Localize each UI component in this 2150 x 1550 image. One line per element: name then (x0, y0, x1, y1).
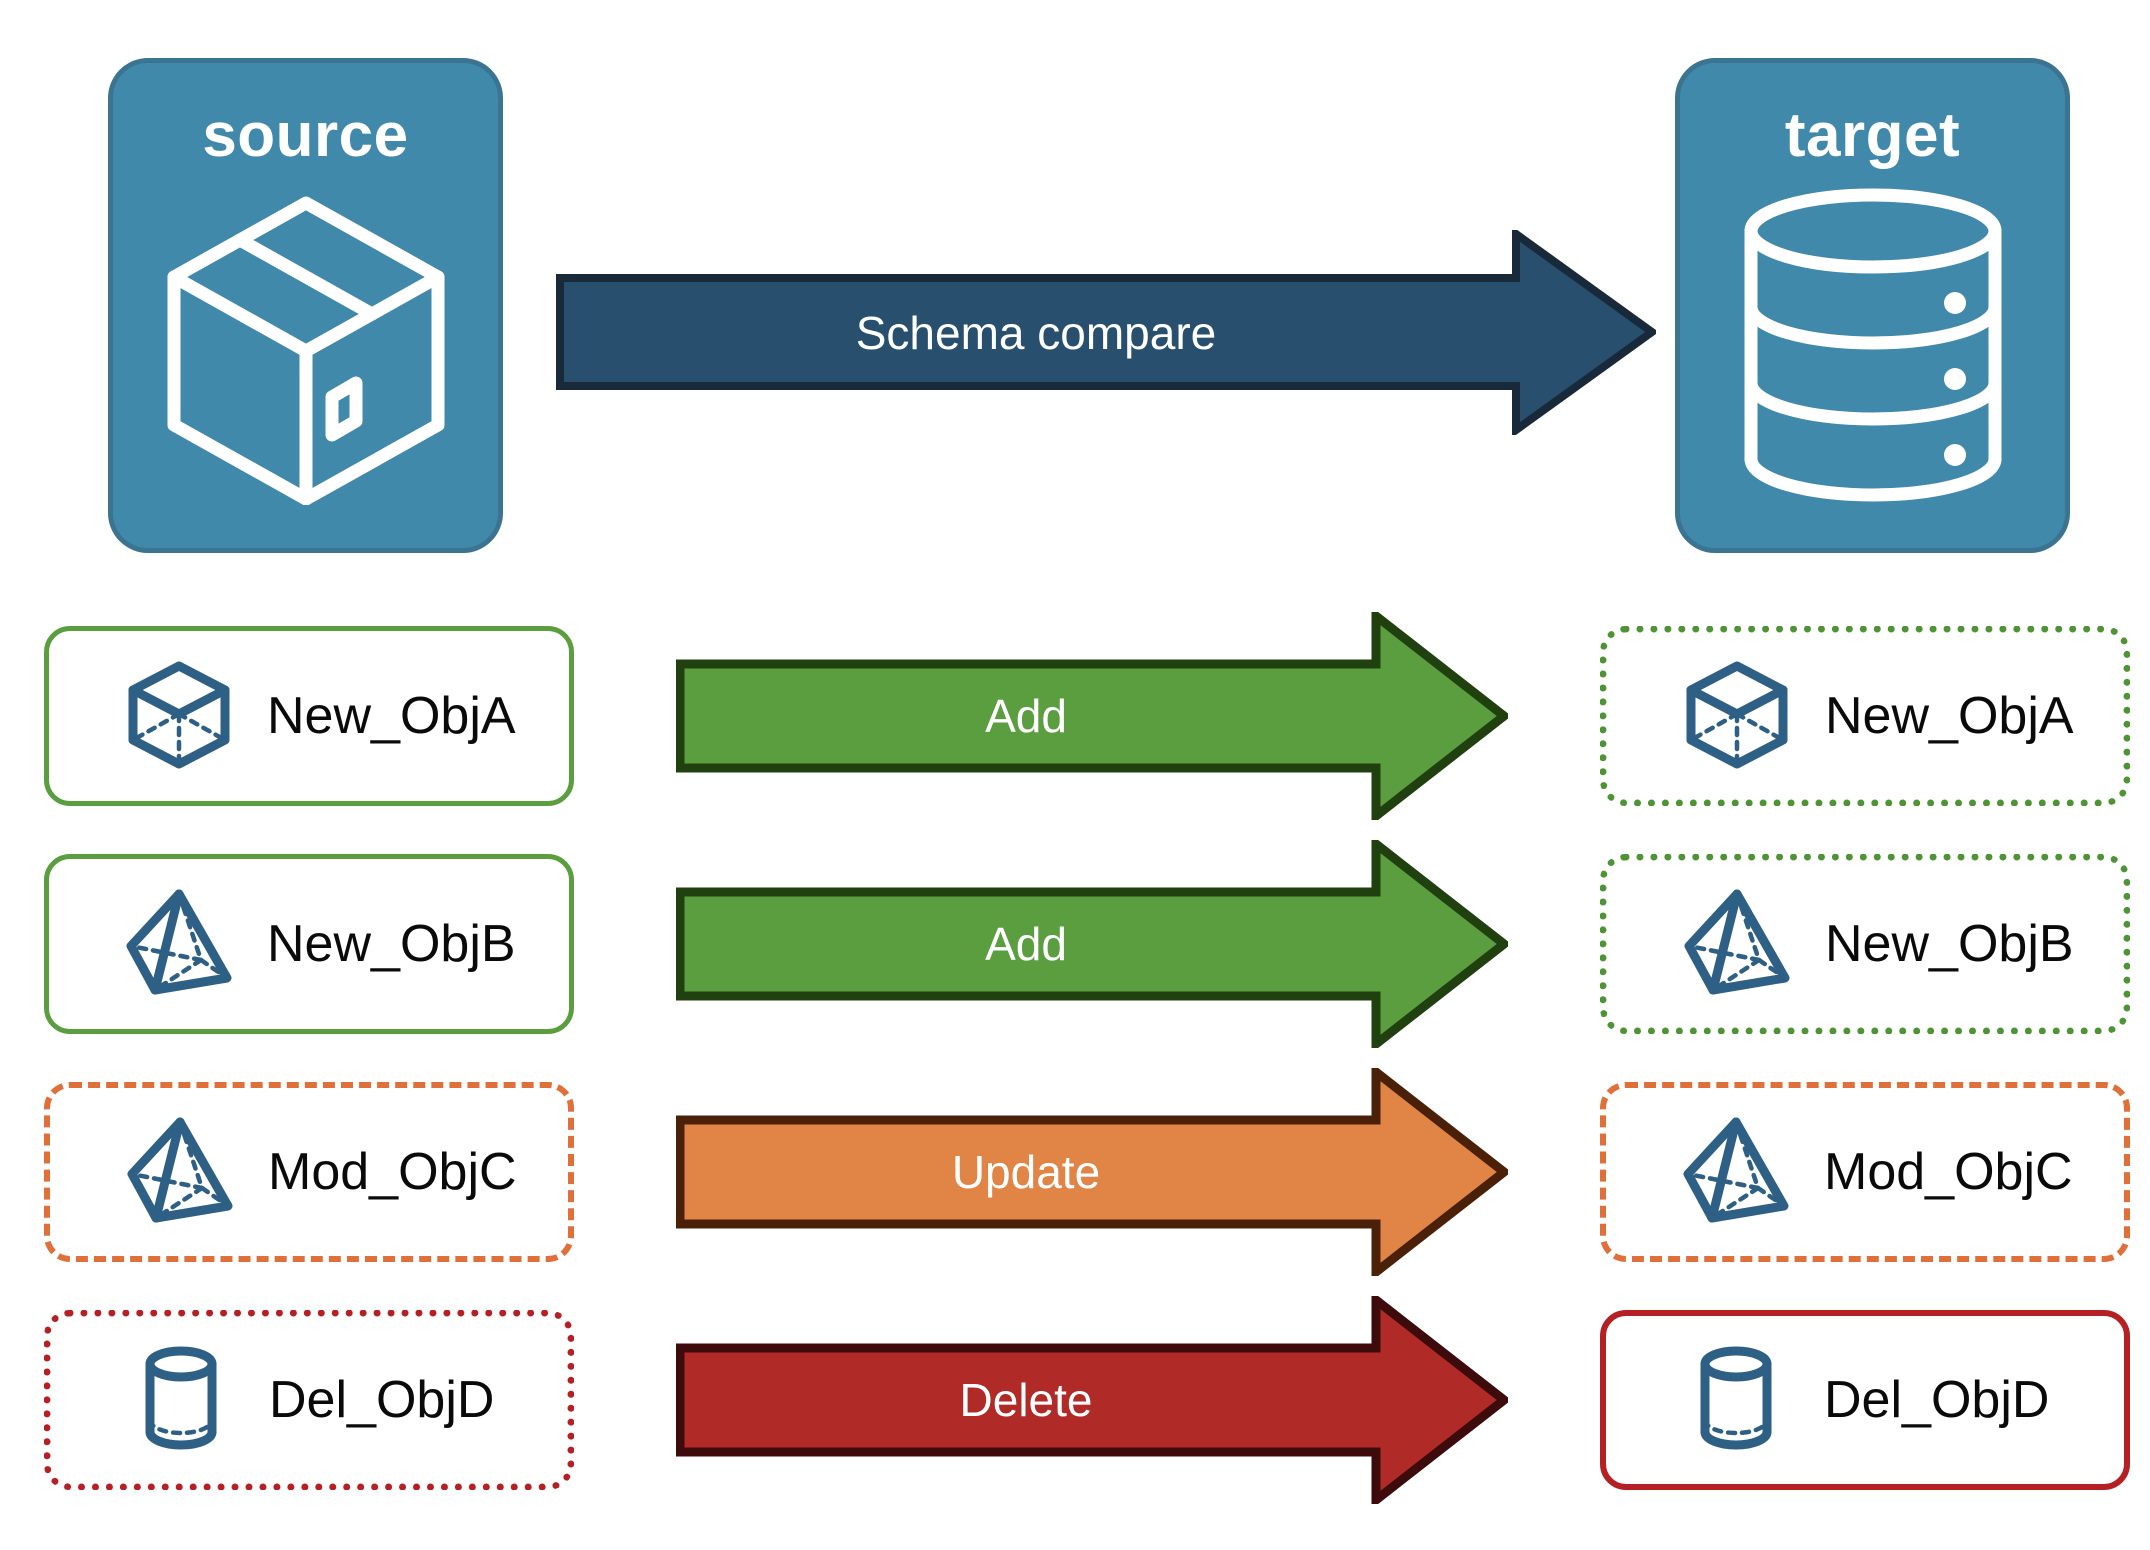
source-object-card-2[interactable]: Mod_ObjC (44, 1082, 574, 1262)
target-object-label-2: Mod_ObjC (1824, 1143, 2073, 1201)
target-object-card-2[interactable]: Mod_ObjC (1600, 1082, 2130, 1262)
wireframe-pyramid-icon (1678, 1112, 1794, 1233)
wireframe-cylinder-icon (1678, 1340, 1794, 1461)
source-object-label-1: New_ObjB (267, 915, 516, 973)
action-arrow-label-2: Update (951, 1146, 1101, 1198)
action-arrow-2[interactable]: Update (675, 1062, 1512, 1282)
schema-compare-label: Schema compare (855, 306, 1217, 359)
target-object-card-3[interactable]: Del_ObjD (1600, 1310, 2130, 1490)
action-arrow-label-3: Delete (959, 1374, 1093, 1426)
target-object-card-1[interactable]: New_ObjB (1600, 854, 2130, 1034)
source-object-card-3[interactable]: Del_ObjD (44, 1310, 574, 1490)
wireframe-pyramid-icon (121, 884, 237, 1005)
database-cylinder-icon (1733, 185, 2013, 510)
source-title: source (202, 101, 409, 170)
wireframe-pyramid-icon (122, 1112, 238, 1233)
wireframe-cube-icon (1679, 656, 1795, 777)
package-box-icon (156, 185, 456, 510)
action-arrow-label-0: Add (985, 690, 1067, 742)
source-object-label-2: Mod_ObjC (268, 1143, 517, 1201)
source-object-label-0: New_ObjA (267, 687, 516, 745)
source-object-label-3: Del_ObjD (269, 1371, 495, 1429)
wireframe-cylinder-icon (123, 1340, 239, 1461)
action-arrow-3[interactable]: Delete (675, 1290, 1512, 1510)
target-object-label-0: New_ObjA (1825, 687, 2074, 745)
action-arrow-1[interactable]: Add (675, 834, 1512, 1054)
action-arrow-0[interactable]: Add (675, 606, 1512, 826)
target-endpoint-card[interactable]: target (1675, 58, 2070, 553)
target-title: target (1784, 101, 1961, 170)
source-object-card-1[interactable]: New_ObjB (44, 854, 574, 1034)
wireframe-pyramid-icon (1679, 884, 1795, 1005)
wireframe-cube-icon (121, 656, 237, 777)
source-endpoint-card[interactable]: source (108, 58, 503, 553)
schema-compare-arrow[interactable]: Schema compare (556, 226, 1659, 438)
source-object-card-0[interactable]: New_ObjA (44, 626, 574, 806)
target-object-card-0[interactable]: New_ObjA (1600, 626, 2130, 806)
action-arrow-label-1: Add (985, 918, 1067, 970)
target-object-label-1: New_ObjB (1825, 915, 2074, 973)
target-object-label-3: Del_ObjD (1824, 1371, 2050, 1429)
